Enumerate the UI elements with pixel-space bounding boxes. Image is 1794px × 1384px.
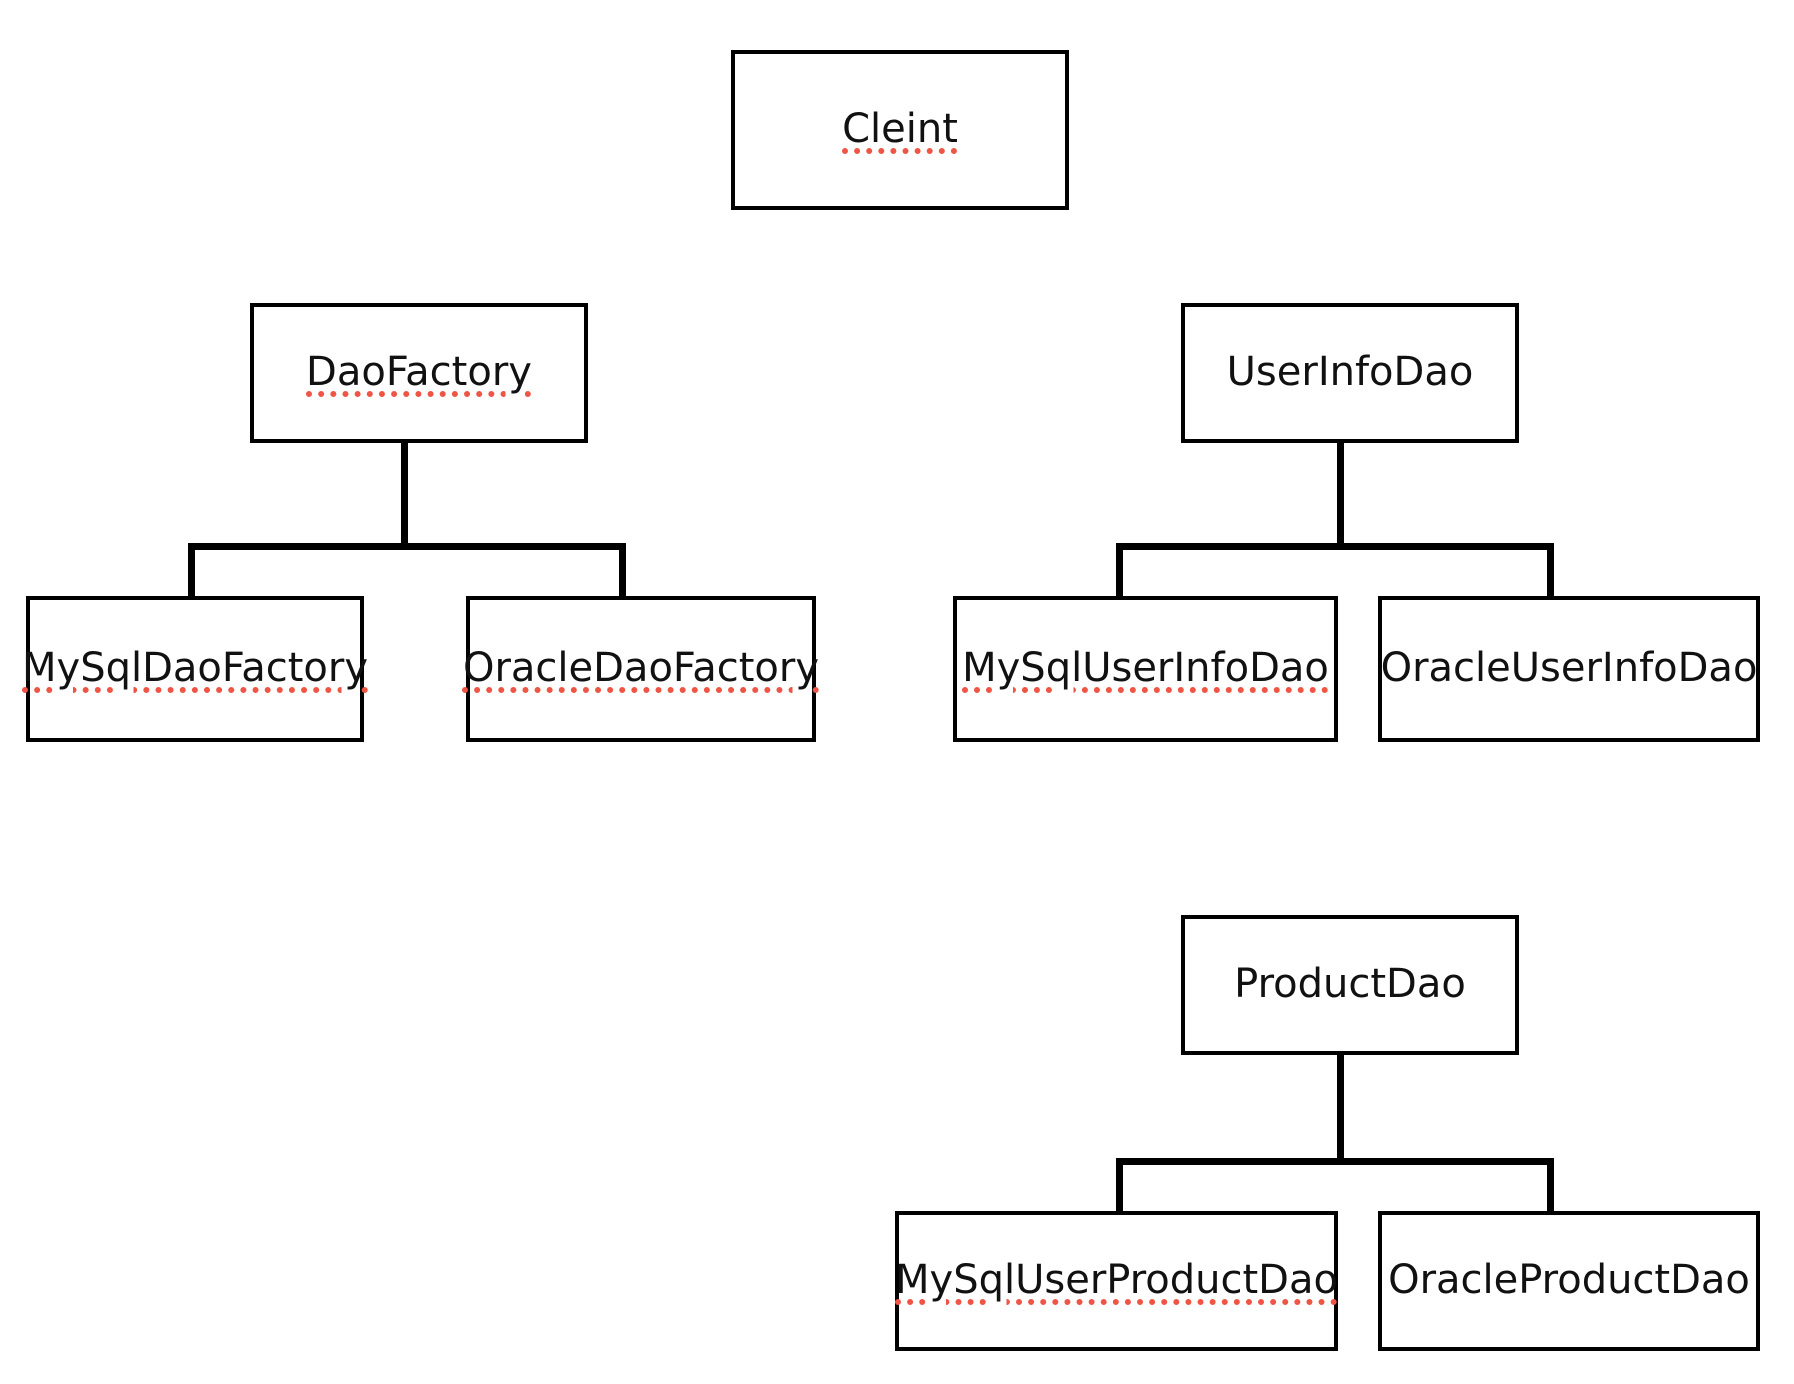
connector-oracledaofactory-drop (619, 543, 626, 598)
node-daofactory[interactable]: DaoFactory (250, 303, 588, 443)
node-label-oracleproductdao: OracleProductDao (1388, 1257, 1750, 1303)
node-label-mysqldaofactory: MySqlDaoFactory (22, 645, 368, 691)
node-cleint[interactable]: Cleint (731, 50, 1069, 210)
connector-mysqluserproductdao-drop (1116, 1158, 1123, 1213)
connector-daofactory-stem (401, 443, 408, 546)
node-label-mysqluserinfodao: MySqlUserInfoDao (962, 645, 1329, 691)
node-oracledaofactory[interactable]: OracleDaoFactory (462, 596, 820, 742)
connector-mysqldaofactory-drop (188, 543, 195, 598)
node-mysqldaofactory[interactable]: MySqlDaoFactory (22, 596, 368, 742)
node-productdao[interactable]: ProductDao (1181, 915, 1519, 1055)
node-label-productdao: ProductDao (1234, 961, 1466, 1007)
connector-userinfodao-stem (1337, 443, 1344, 546)
node-oracleuserinfodao[interactable]: OracleUserInfoDao (1378, 596, 1760, 742)
connector-userinfodao-bus (1116, 543, 1554, 550)
connector-productdao-stem (1337, 1055, 1344, 1165)
node-label-cleint: Cleint (842, 106, 958, 152)
node-label-oracledaofactory: OracleDaoFactory (462, 645, 820, 691)
node-label-userinfodao: UserInfoDao (1226, 349, 1474, 395)
connector-oracleproductdao-drop (1547, 1158, 1554, 1213)
connector-daofactory-bus (188, 543, 626, 550)
node-userinfodao[interactable]: UserInfoDao (1181, 303, 1519, 443)
connector-productdao-bus (1116, 1158, 1554, 1165)
connector-mysqluserinfodao-drop (1116, 543, 1123, 598)
node-label-oracleuserinfodao: OracleUserInfoDao (1380, 645, 1758, 691)
node-label-mysqluserproductdao: MySqlUserProductDao (895, 1257, 1338, 1303)
connector-oracleuserinfodao-drop (1547, 543, 1554, 598)
node-label-daofactory: DaoFactory (306, 349, 532, 395)
node-mysqluserproductdao[interactable]: MySqlUserProductDao (895, 1211, 1338, 1351)
node-mysqluserinfodao[interactable]: MySqlUserInfoDao (953, 596, 1338, 742)
node-oracleproductdao[interactable]: OracleProductDao (1378, 1211, 1760, 1351)
